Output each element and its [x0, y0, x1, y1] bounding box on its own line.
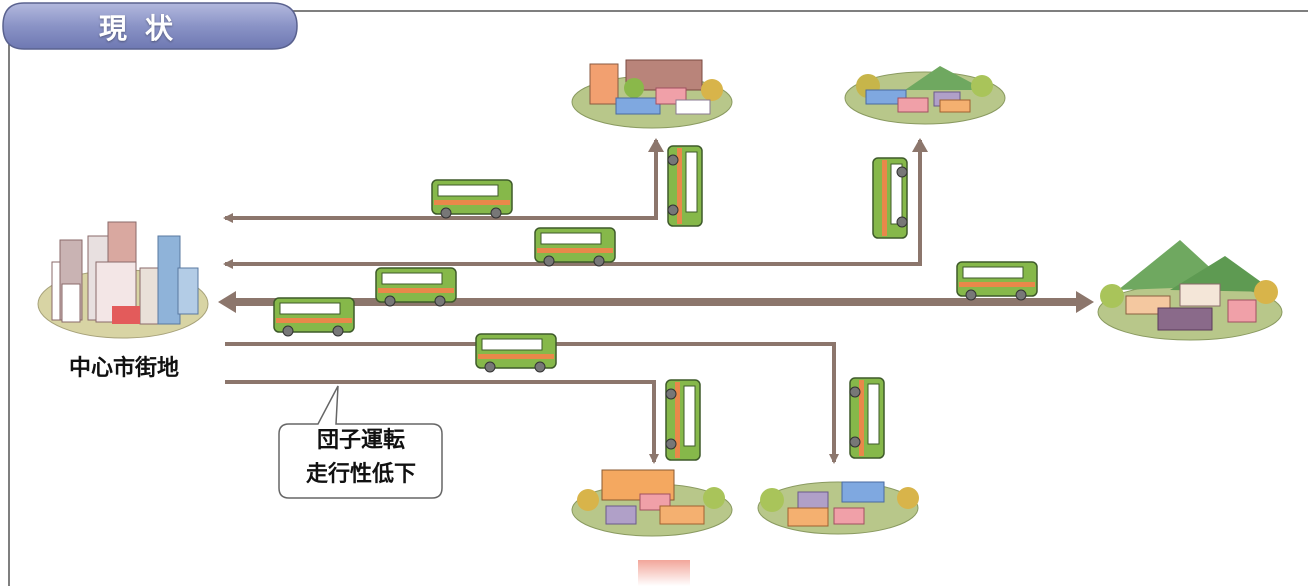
bus-1 — [431, 179, 513, 219]
callout-line-1: 団子運転 — [316, 428, 405, 453]
up-arrowheads — [648, 138, 928, 152]
frame — [8, 10, 1308, 586]
bus-9 — [665, 379, 701, 461]
route-upper-center — [223, 140, 658, 223]
town-upper-right — [844, 66, 1006, 125]
route-lines — [223, 140, 922, 464]
callout-box — [278, 385, 443, 499]
city-center-illustration — [37, 221, 209, 339]
town-lower-right — [757, 481, 919, 535]
callout-line-2: 走行性低下 — [305, 462, 416, 487]
buses — [273, 145, 1038, 461]
bus-2 — [534, 227, 616, 267]
city-center-label: 中心市街地 — [68, 356, 179, 381]
town-right-mountain — [1097, 240, 1283, 341]
town-lower-center — [571, 469, 733, 537]
bottom-indicator — [638, 560, 690, 586]
route-lower-center — [225, 380, 659, 464]
callout-label: 団子運転 走行性低下 — [282, 424, 440, 492]
bus-7 — [667, 145, 703, 227]
bus-8 — [872, 157, 908, 239]
route-lower-right — [225, 342, 839, 464]
route-upper-right — [223, 140, 922, 269]
page-title: 現状 — [98, 12, 191, 45]
header-tab-shape — [2, 2, 298, 50]
town-upper-center — [571, 59, 733, 129]
bus-5 — [956, 261, 1038, 301]
bus-10 — [849, 377, 885, 459]
bus-6 — [475, 333, 557, 373]
route-main-trunk — [218, 291, 1094, 313]
bus-4 — [273, 297, 355, 337]
bus-3 — [375, 267, 457, 307]
